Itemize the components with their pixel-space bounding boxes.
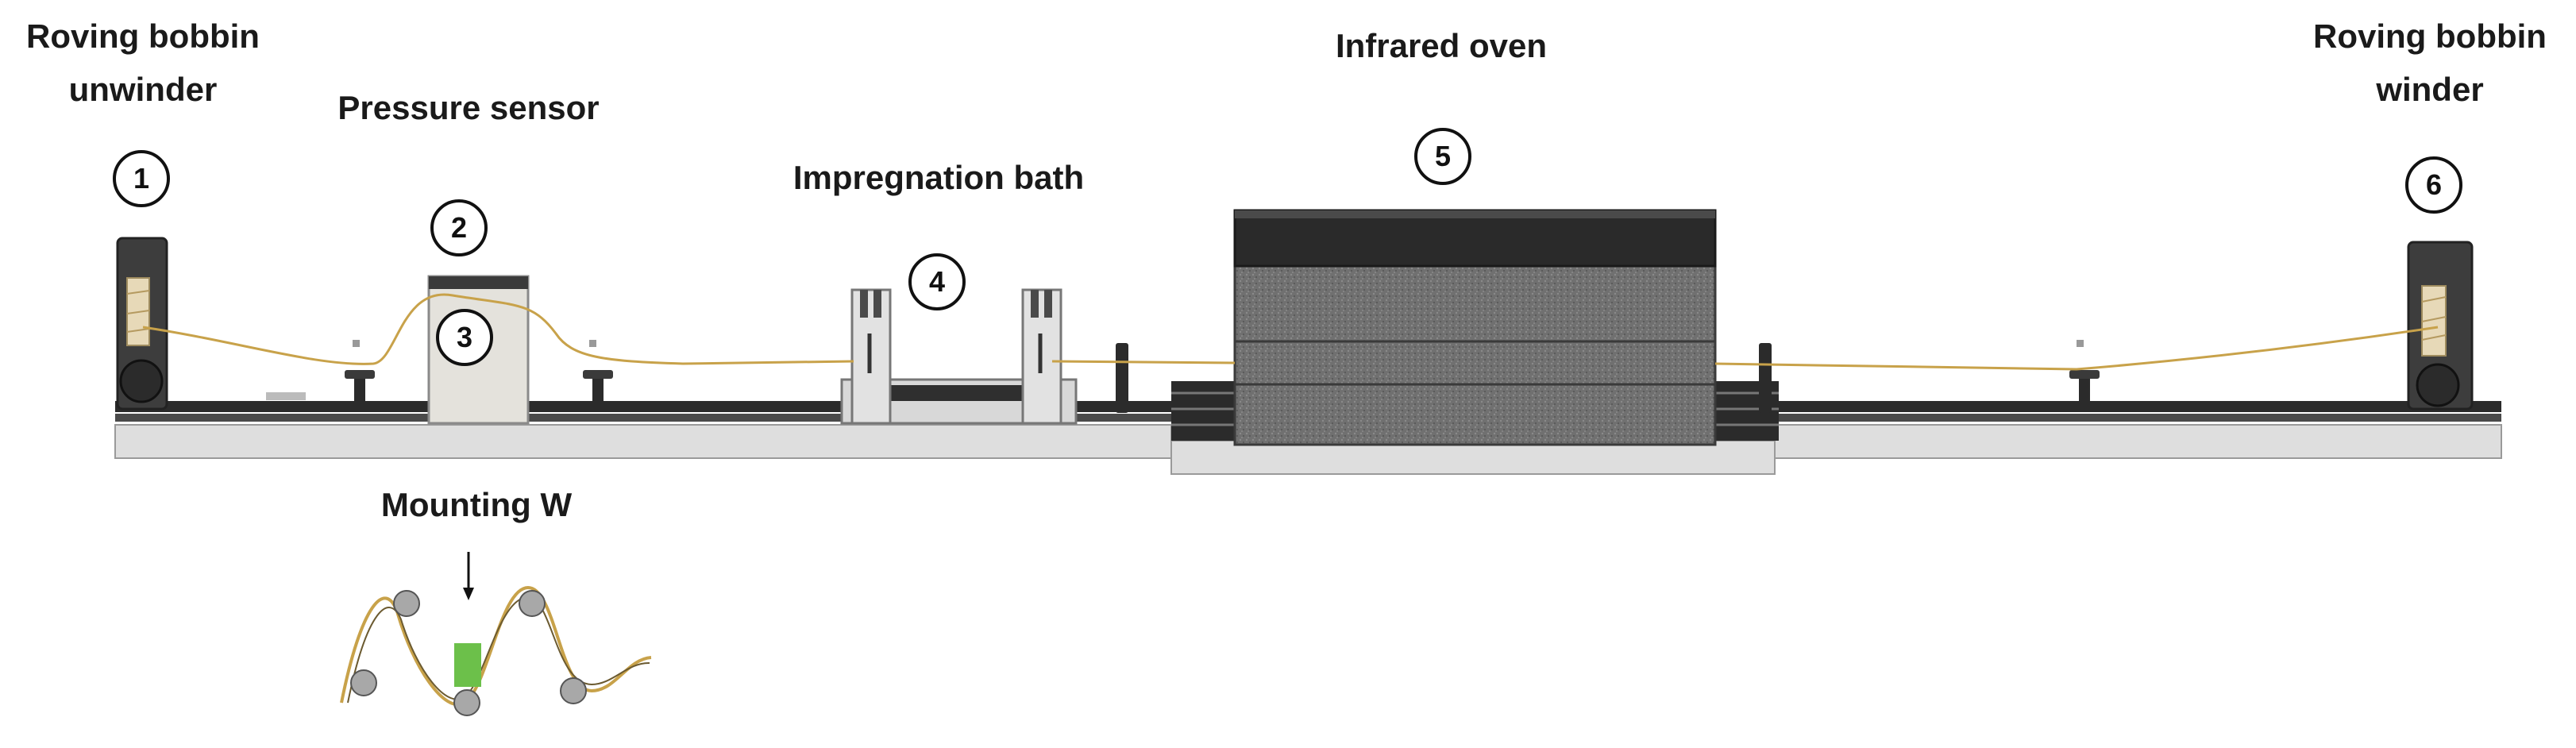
w-roller-3 [453, 689, 480, 716]
pressure-pad [454, 643, 481, 687]
winder-wheel [2416, 363, 2460, 407]
mounting-w-label: Mounting W [381, 486, 573, 523]
impregnation-bath-label: Impregnation bath [793, 159, 1084, 196]
base-plate-right [1774, 424, 2502, 459]
rail-left-lower [115, 414, 1171, 422]
marker-3-text: 3 [457, 321, 472, 353]
oven-body [1233, 264, 1717, 446]
oven-rail-left [1171, 381, 1235, 441]
winder-label-line2: winder [2375, 71, 2483, 108]
guide-roller-1 [345, 340, 375, 409]
infrared-oven-label: Infrared oven [1336, 27, 1547, 64]
marker-6-text: 6 [2426, 168, 2442, 201]
bath-rail [885, 385, 1036, 401]
w-roller-4 [519, 590, 546, 617]
fiber-roving-path [142, 293, 2439, 371]
mounting-w-inset [340, 552, 652, 716]
mounting-w-fiber [340, 585, 652, 707]
marker-5: 5 [1414, 128, 1471, 185]
unwinder-label-line1: Roving bobbin [26, 17, 260, 55]
small-bracket [266, 392, 306, 400]
marker-1-text: 1 [133, 162, 149, 195]
guide-roller-3 [2069, 340, 2100, 409]
guide-post-2 [1759, 343, 1772, 413]
guide-post-1 [1116, 343, 1128, 413]
sensor-top-cap [429, 276, 528, 289]
base-plate-left [114, 424, 1172, 459]
marker-2-text: 2 [451, 211, 467, 244]
marker-4: 4 [908, 253, 966, 310]
marker-6: 6 [2405, 156, 2462, 214]
marker-1: 1 [113, 150, 170, 207]
w-roller-5 [560, 677, 587, 704]
oven-lid [1233, 209, 1717, 268]
unwinder-wheel [119, 359, 164, 403]
infrared-oven [1233, 209, 1717, 446]
rail-right [1775, 401, 2501, 412]
rail-right-lower [1775, 414, 2501, 422]
base-plate-oven [1170, 440, 1776, 475]
roving-bobbin-winder [2407, 241, 2474, 411]
marker-5-text: 5 [1435, 140, 1451, 172]
marker-2: 2 [430, 199, 488, 256]
marker-4-text: 4 [929, 265, 945, 298]
roving-bobbin-unwinder [116, 237, 168, 411]
w-roller-2 [393, 590, 420, 617]
unwinder-label-line2: unwinder [69, 71, 218, 108]
winder-label-line1: Roving bobbin [2313, 17, 2547, 55]
mounting-arrowhead [463, 588, 474, 600]
impregnation-bath [840, 288, 1078, 425]
pressure-sensor-label: Pressure sensor [337, 89, 599, 126]
guide-roller-2 [583, 340, 613, 409]
w-roller-1 [350, 669, 377, 696]
marker-3: 3 [436, 309, 493, 366]
